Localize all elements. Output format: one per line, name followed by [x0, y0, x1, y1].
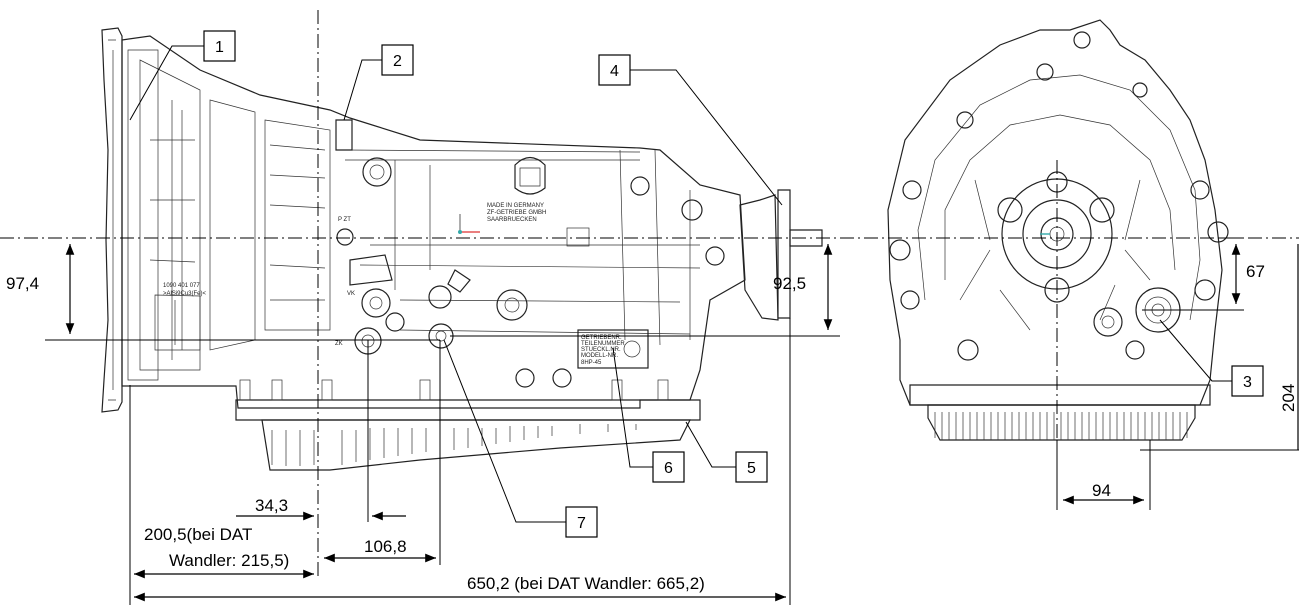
- plate-text-3: STUECKL.NR.: [581, 347, 621, 353]
- part-number-text-1: 1090 401 077: [163, 283, 200, 289]
- callout-2: 2: [343, 44, 414, 121]
- callout-3: 3: [1159, 319, 1264, 397]
- callout-4: 4: [598, 54, 783, 206]
- center-lines: [0, 10, 1299, 580]
- part-number-text-2: >AlSi9Cu3(Fe)<: [163, 291, 207, 297]
- callout-5-label: 5: [747, 460, 756, 477]
- dim-bell-length-line1: 200,5(bei DAT: [144, 525, 252, 544]
- callout-6: 6: [612, 347, 685, 483]
- plate-text-2: TEILENUMMER: [581, 341, 625, 347]
- name-plate: [577, 329, 649, 369]
- side-view-gearbox: MADE IN GERMANY ZF-GETRIEBE GMBH SAARBRU…: [101, 27, 823, 471]
- dim-right-height: 92,5: [773, 274, 806, 293]
- dim-overall-length: 650,2 (bei DAT Wandler: 665,2): [467, 574, 705, 593]
- dimension-lines: [45, 237, 1299, 605]
- plate-text-4: MODELL-NR.: [581, 353, 618, 359]
- plate-text-5: 8HP-45: [581, 360, 602, 366]
- dim-left-height: 97,4: [6, 274, 39, 293]
- made-in-text-3: SAARBRUECKEN: [487, 217, 537, 223]
- callout-3-label: 3: [1243, 374, 1252, 391]
- callout-1: 1: [129, 30, 236, 121]
- dim-end-height-top: 67: [1246, 262, 1265, 281]
- port-label-vk: VK: [347, 291, 355, 297]
- callout-7: 7: [443, 339, 598, 538]
- callout-2-label: 2: [393, 53, 402, 70]
- dim-port-offset: 106,8: [364, 537, 407, 556]
- plate-text-1: GETRIEBENR.: [581, 335, 622, 341]
- dim-converter-offset: 34,3: [255, 496, 288, 515]
- dim-end-height-bottom: 204: [1279, 384, 1298, 412]
- callout-6-label: 6: [664, 460, 673, 477]
- port-label-pzt: P ZT: [338, 217, 351, 223]
- callout-1-label: 1: [215, 39, 224, 56]
- callout-4-label: 4: [610, 63, 619, 80]
- end-view-gearbox: [887, 19, 1229, 441]
- callout-7-label: 7: [577, 515, 586, 532]
- port-label-zk: ZK: [335, 341, 343, 347]
- dim-bell-length-line2: Wandler: 215,5): [169, 551, 289, 570]
- made-in-text-1: MADE IN GERMANY: [487, 203, 544, 209]
- callout-5: 5: [685, 421, 768, 483]
- dim-end-width: 94: [1092, 481, 1111, 500]
- made-in-text-2: ZF-GETRIEBE GMBH: [487, 210, 546, 216]
